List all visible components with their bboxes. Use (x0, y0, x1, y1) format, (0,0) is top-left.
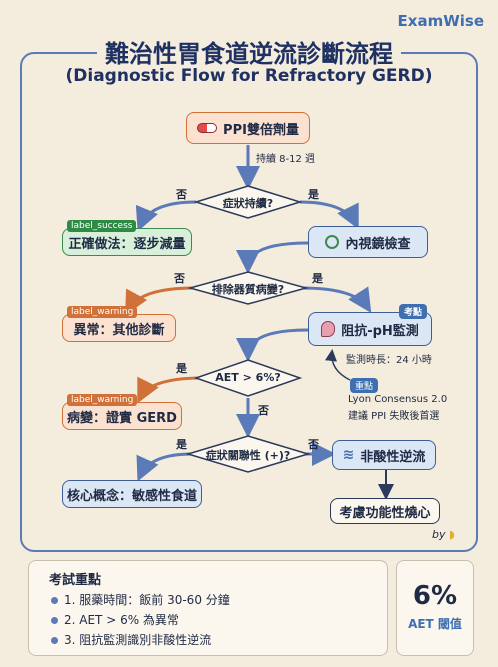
q1-text: 症狀持續? (222, 197, 274, 210)
warning-other-label: 異常：其他診斷 (73, 322, 165, 338)
exam-point-2-text: 2. AET > 6% 為異常 (64, 613, 179, 627)
wave-icon: ≋ (342, 447, 355, 463)
arrow-q1-yes (299, 200, 359, 230)
arrow-q3-yes (137, 376, 203, 404)
arrow-q2-no (125, 286, 195, 316)
functional-label: 考慮功能性燒心 (339, 505, 431, 521)
duration-label: 持續 8-12 週 (256, 154, 316, 165)
success-label: 正確做法：逐步減量 (68, 236, 186, 252)
arrow-lyon-note (325, 349, 351, 381)
q3-yes-label: 是 (176, 362, 187, 375)
exam-point-3: 3. 阻抗監測識別非酸性逆流 (51, 631, 211, 648)
exam-point-3-text: 3. 阻抗監測識別非酸性逆流 (64, 633, 212, 647)
warning-tag-1: label_warning (67, 306, 138, 318)
endoscopy-node: 內視鏡檢查 (308, 226, 428, 258)
hypersensitive-label: 核心概念：敏感性食道 (66, 488, 197, 504)
ph-monitoring-node: 考點 阻抗-pH監測 (308, 304, 432, 346)
bullet-icon (51, 597, 58, 604)
stomach-icon (321, 321, 336, 337)
q4-text: 症狀關聯性 (+)? (205, 449, 291, 462)
page-title: 難治性胃食道逆流診斷流程 (0, 34, 498, 69)
q2-no-label: 否 (174, 272, 185, 285)
q3-text: AET > 6%? (215, 371, 281, 384)
exam-points-title: 考試重點 (49, 573, 102, 588)
endoscopy-label: 內視鏡檢查 (345, 236, 411, 252)
exam-point-2: 2. AET > 6% 為異常 (51, 611, 179, 628)
lyon-line-2: 建議 PPI 失敗後首選 (348, 411, 440, 422)
decision-q2 (187, 271, 309, 305)
endoscope-icon (325, 235, 340, 249)
brand-logo: ExamWise (397, 12, 484, 30)
bullet-icon (51, 637, 58, 644)
warning-gerd-label: 病變：證實 GERD (67, 410, 177, 426)
aet-threshold-panel: 6% AET 閾值 (396, 560, 474, 656)
banana-icon: ◗ (449, 528, 455, 541)
pill-icon (197, 123, 218, 133)
exam-points-panel: 考試重點 1. 服藥時間：飯前 30-60 分鐘 2. AET > 6% 為異常… (28, 560, 388, 656)
functional-node: 考慮功能性燒心 (330, 498, 440, 524)
key-badge: 重點 (350, 378, 379, 393)
arrow-q2-yes (301, 286, 372, 314)
warning-other-node: label_warning 異常：其他診斷 (62, 306, 176, 342)
q2-yes-label: 是 (312, 272, 323, 285)
q1-yes-label: 是 (308, 188, 319, 201)
q4-yes-label: 是 (176, 438, 187, 451)
exam-point-1-text: 1. 服藥時間：飯前 30-60 分鐘 (64, 593, 230, 607)
q2-text: 排除器質病變? (211, 283, 285, 296)
ppi-label: PPI雙倍劑量 (223, 122, 299, 138)
page-subtitle: (Diagnostic Flow for Refractory GERD) (65, 66, 433, 86)
success-tag: label_success (67, 220, 137, 232)
by-text: by (432, 528, 446, 541)
lyon-line-1: Lyon Consensus 2.0 (348, 394, 448, 405)
q1-no-label: 否 (176, 188, 187, 201)
exam-point-1: 1. 服藥時間：飯前 30-60 分鐘 (51, 591, 230, 608)
warning-tag-2: label_warning (67, 394, 138, 406)
ppi-node: PPI雙倍劑量 (186, 112, 310, 144)
bullet-icon (51, 617, 58, 624)
title-zh-text: 難治性胃食道逆流診斷流程 (97, 40, 401, 68)
nonacid-label: 非酸性逆流 (360, 449, 426, 465)
aet-threshold-value: 6% (412, 581, 458, 611)
ph-badge: 考點 (398, 304, 427, 319)
ph-time-label: 監測時長：24 小時 (346, 355, 432, 366)
arrow-ph-q3 (236, 328, 309, 362)
hypersensitive-node: 核心概念：敏感性食道 (62, 480, 202, 508)
decision-q1 (193, 185, 303, 219)
nonacid-node: ≋ 非酸性逆流 (332, 440, 436, 470)
success-node: label_success 正確做法：逐步減量 (62, 220, 192, 256)
arrow-q1-no (135, 200, 197, 232)
arrow-endo-q2 (236, 241, 309, 274)
aet-threshold-label: AET 閾值 (408, 617, 462, 631)
author-signature: by ◗ (432, 528, 455, 541)
q3-no-label: 否 (258, 404, 269, 417)
ph-label: 阻抗-pH監測 (341, 323, 419, 339)
q4-no-label: 否 (308, 438, 319, 451)
arrow-q4-yes (136, 452, 193, 482)
warning-gerd-node: label_warning 病變：證實 GERD (62, 394, 182, 430)
decision-q4 (185, 435, 311, 473)
decision-q3 (193, 359, 303, 397)
